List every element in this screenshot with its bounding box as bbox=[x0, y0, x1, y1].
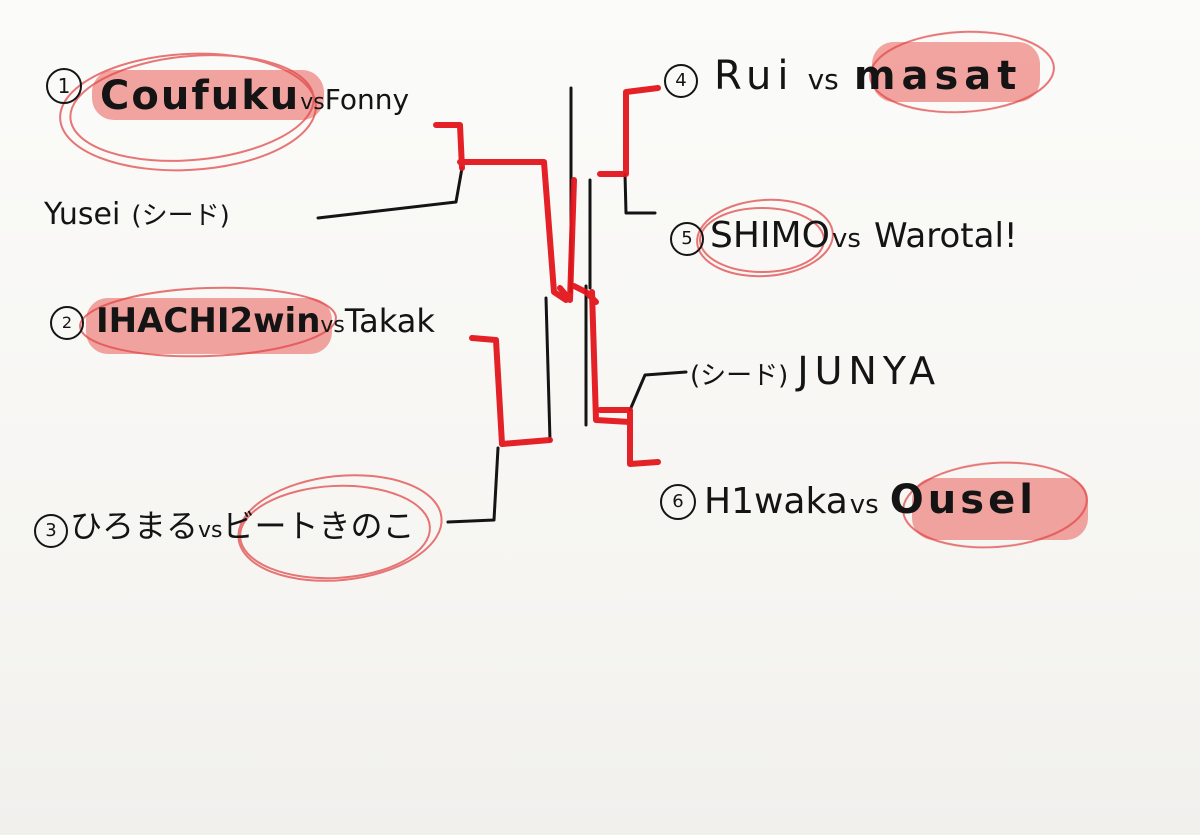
player-ousel: Ousel bbox=[889, 477, 1037, 523]
player-takak: Takak bbox=[344, 302, 435, 340]
vs-text-2: vs bbox=[320, 313, 345, 338]
match-4-label: Rui vs masat bbox=[714, 56, 1022, 96]
win-line-yusei-coufuku bbox=[457, 159, 569, 303]
player-masat: masat bbox=[853, 53, 1023, 99]
player-hiromaru: ひろまる bbox=[70, 507, 199, 545]
seed-text-right: (シード) bbox=[690, 361, 789, 391]
winner-circle-masat bbox=[869, 30, 1055, 114]
player-fonny: Fonny bbox=[324, 83, 410, 116]
match-number-5: 5 bbox=[670, 222, 704, 256]
seed-text-left: (シード) bbox=[131, 201, 230, 231]
player-beat-kinoko: ビートきのこ bbox=[222, 507, 415, 545]
win-line-left-semi bbox=[499, 437, 553, 447]
winner-circle-coufuku-2 bbox=[69, 54, 315, 162]
match-3-label: ひろまるvsビートきのこ bbox=[70, 510, 415, 542]
win-line-right-semi bbox=[589, 289, 633, 425]
match-number-1: 1 bbox=[46, 68, 82, 104]
player-warotal: Warotal! bbox=[873, 216, 1018, 256]
player-junya: JUNYA bbox=[797, 349, 942, 393]
player-rui: Rui bbox=[714, 53, 795, 99]
player-yusei: Yusei bbox=[44, 197, 121, 232]
match-5-label: SHIMOvs Warotal! bbox=[710, 218, 1018, 254]
match-number-2: 2 bbox=[50, 306, 84, 340]
win-line-m1 bbox=[433, 122, 465, 171]
player-shimo: SHIMO bbox=[710, 215, 830, 256]
match-number-3: 3 bbox=[34, 514, 68, 548]
yusei-line bbox=[316, 166, 464, 220]
player-ihachi2win: IHACHI2win bbox=[96, 301, 321, 341]
match-6-label: H1wakavs Ousel bbox=[704, 480, 1037, 520]
vs-text-3: vs bbox=[198, 518, 223, 543]
win-line-final-right bbox=[571, 283, 599, 305]
vs-text-6: vs bbox=[849, 490, 879, 520]
win-line-final-left bbox=[557, 177, 577, 303]
match-number-4: 4 bbox=[664, 64, 698, 98]
seed-junya-label: (シード) JUNYA bbox=[690, 352, 941, 390]
win-line-m4 bbox=[597, 85, 661, 177]
player-coufuku: Coufuku bbox=[100, 73, 301, 119]
winner-circle-kinoko-2 bbox=[239, 484, 431, 580]
vs-text-5: vs bbox=[831, 224, 861, 254]
match-number-6: 6 bbox=[660, 484, 696, 520]
win-line-m2 bbox=[469, 335, 505, 447]
winner-circle-kinoko bbox=[237, 474, 443, 582]
left-semi-line bbox=[544, 296, 552, 442]
seed-yusei-label: Yusei (シード) bbox=[44, 200, 230, 230]
winner-highlight-ousel bbox=[912, 478, 1088, 540]
match-1-label: CoufukuvsFonny bbox=[100, 76, 409, 116]
player-h1waka: H1waka bbox=[704, 481, 848, 522]
winner-highlight-masat bbox=[872, 42, 1040, 102]
shimo-line bbox=[623, 172, 657, 215]
winner-highlight-coufuku bbox=[92, 70, 324, 120]
kinoko-line bbox=[446, 446, 500, 524]
win-line-m6 bbox=[597, 407, 661, 467]
junya-line bbox=[628, 370, 688, 412]
match-2-label: IHACHI2winvsTakak bbox=[96, 304, 435, 338]
vs-text: vs bbox=[300, 90, 325, 115]
winner-circle-ousel bbox=[902, 461, 1088, 549]
vs-text-4: vs bbox=[807, 63, 839, 96]
winner-circle-coufuku bbox=[59, 52, 317, 172]
